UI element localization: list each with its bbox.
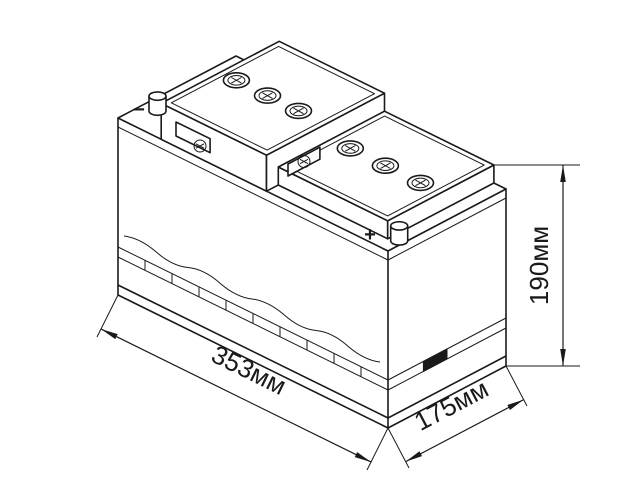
vent-cap-6 [406,174,435,192]
vent-cap-ring [411,177,430,189]
negative-terminal-label: − [133,99,145,121]
vent-cap-ring [341,143,360,154]
screw-icon [297,155,311,168]
right-lid-rim [287,115,485,217]
terminal-bracket-middle [287,146,321,177]
vent-cap-slot-icon [415,179,426,187]
vent-cap-slot-icon [345,145,356,152]
vent-cap-slot-icon [293,107,304,115]
dimension-line [100,328,372,463]
screw-slot-icon [299,158,309,165]
negative-terminal [148,91,167,117]
vent-cap-2 [253,87,282,104]
vent-cap-slot-icon [262,92,273,99]
vent-cap-ring [376,160,395,171]
left-lid-rim [170,45,375,151]
vent-cap-4 [336,140,365,157]
vent-cap-5 [371,157,400,174]
vent-cap-ring [289,105,308,117]
terminal-post-top [148,91,167,102]
terminal-post [148,96,167,117]
dimension-height: 190мм [494,164,580,367]
vent-cap-ring [227,75,246,86]
dimension-label-height: 190мм [524,226,554,305]
base-band-lines [117,246,507,391]
positive-terminal [389,220,409,246]
positive-terminal-label: + [364,224,376,246]
vent-cap-slot-icon [231,77,242,84]
vent-cap-ring [258,90,277,101]
screw-icon [193,139,207,153]
vent-cap-slot-icon [380,162,391,169]
terminal-post-top [389,220,409,231]
foot-pad [422,348,448,373]
vent-cap-3 [284,102,313,120]
dimension-line [405,399,524,463]
witness-lines [96,294,389,471]
terminal-post [389,225,409,246]
terminal-bracket-left [175,121,211,154]
vent-cap-1 [222,72,251,89]
screw-slot-icon [195,143,205,149]
lid-seam-line [117,126,507,261]
